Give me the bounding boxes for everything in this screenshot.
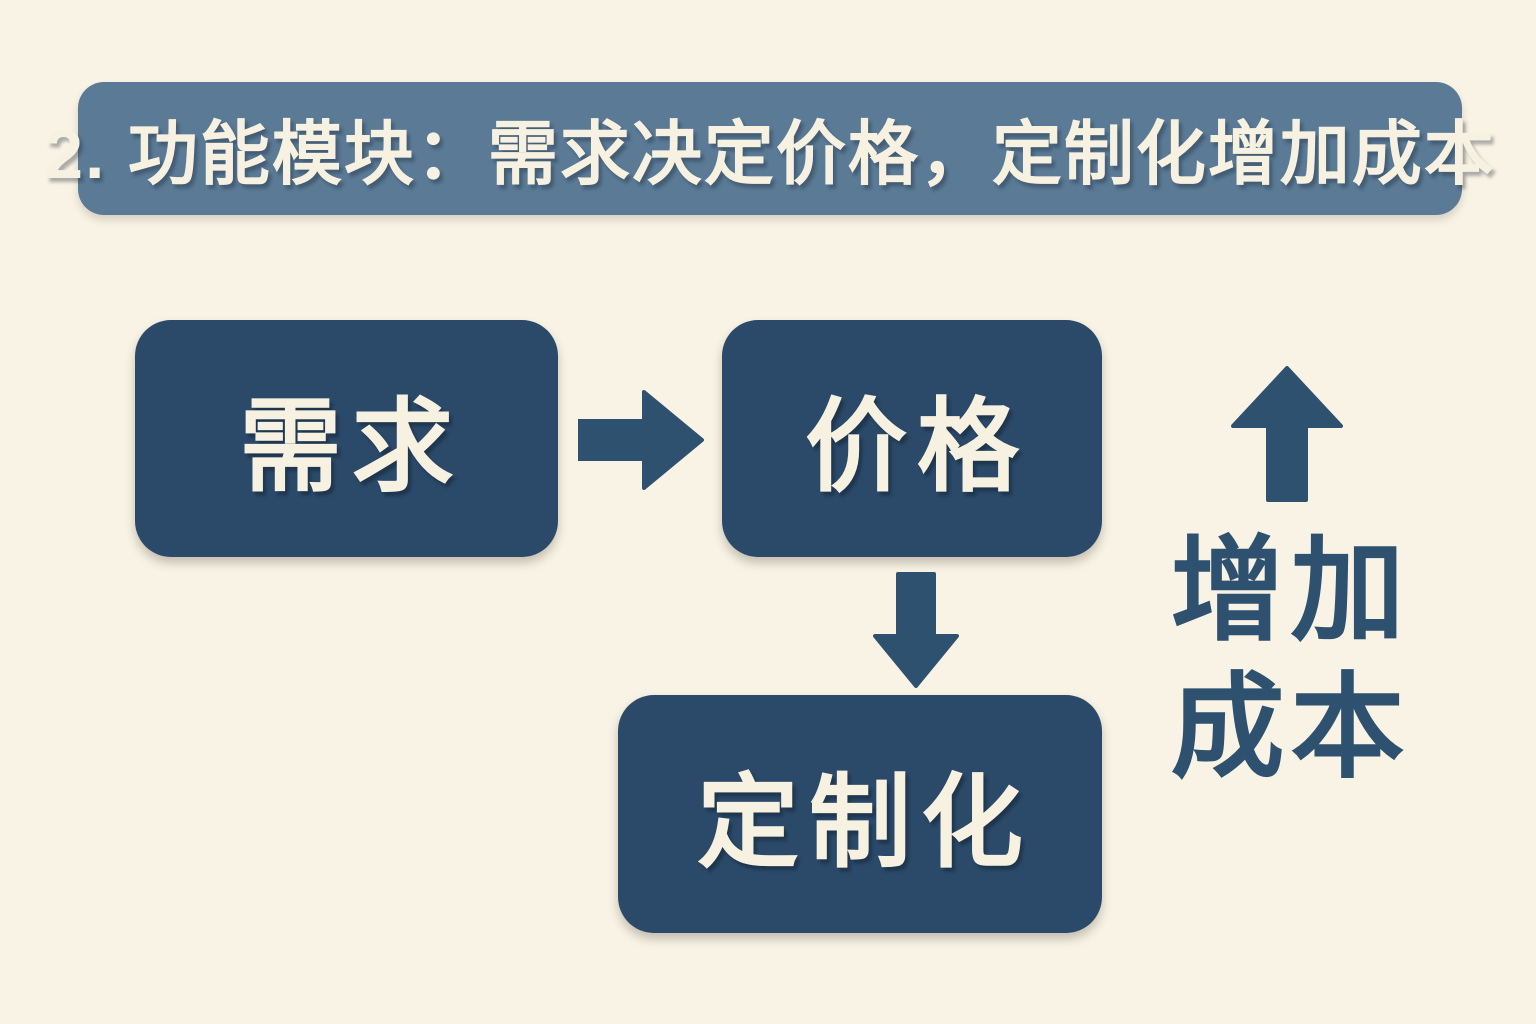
- title-banner: 2. 功能模块：需求决定价格，定制化增加成本: [44, 82, 1494, 215]
- node-customization-label: 定制化: [697, 765, 1033, 880]
- node-demand: 需求: [135, 320, 558, 557]
- page-title: 2. 功能模块：需求决定价格，定制化增加成本: [44, 115, 1496, 193]
- node-demand-label: 需求: [239, 390, 464, 504]
- node-price: 价格: [722, 320, 1102, 557]
- node-price-label: 价格: [805, 390, 1029, 504]
- side-label-line2: 成本: [1170, 664, 1411, 792]
- side-label-cost-increase: 增加 成本: [1135, 524, 1440, 798]
- node-customization: 定制化: [618, 695, 1102, 933]
- side-label-line1: 增加: [1170, 528, 1411, 655]
- right-arrow-icon: [578, 390, 704, 490]
- up-arrow-icon: [1231, 366, 1343, 502]
- down-arrow-icon: [873, 572, 959, 688]
